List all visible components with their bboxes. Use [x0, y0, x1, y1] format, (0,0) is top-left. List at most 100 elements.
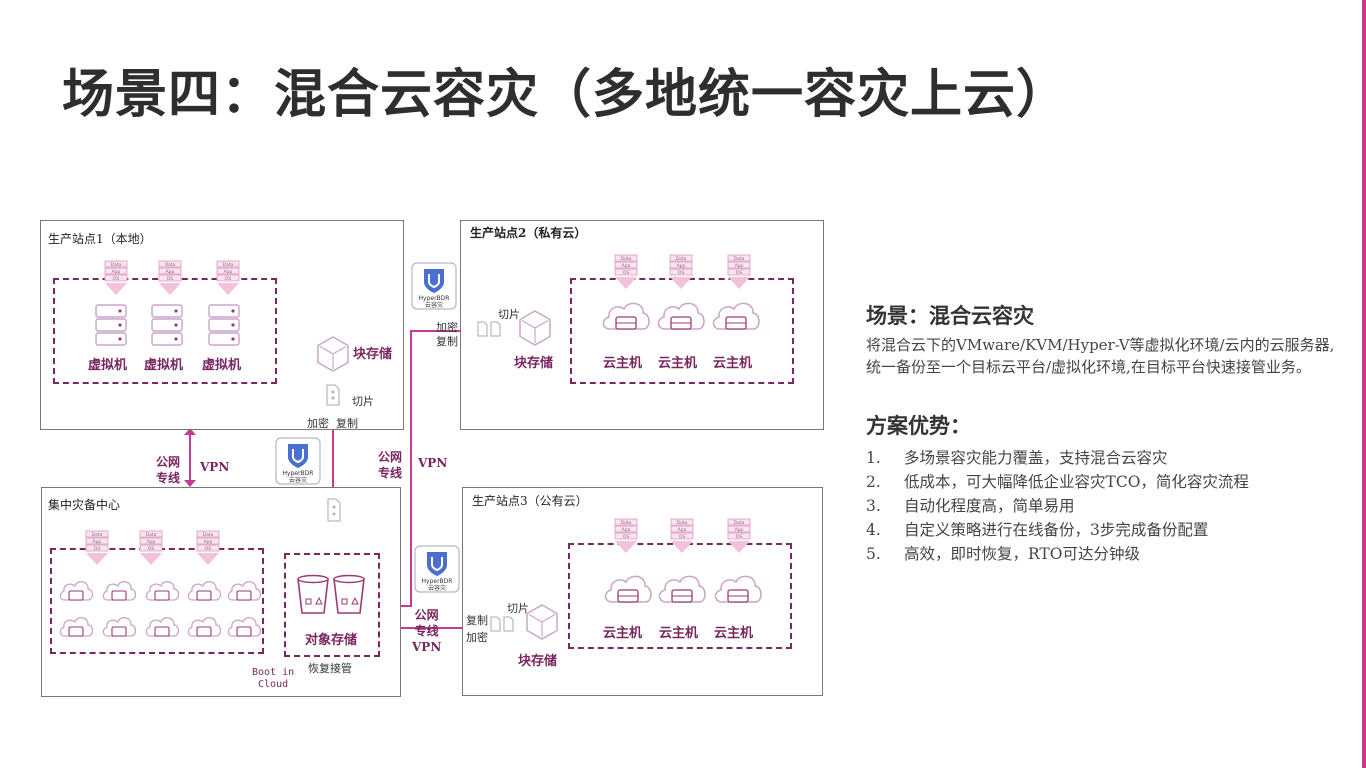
stack-layer-label: Data [223, 262, 234, 268]
cloud-host-icon [227, 581, 262, 601]
encrypt-label: 加密 [436, 321, 458, 334]
stack-layer-label: App [93, 539, 102, 545]
cloud-host-icon [604, 575, 652, 603]
dr-center-label: 集中灾备中心 [48, 498, 121, 512]
shield-icon [275, 437, 321, 485]
link-label-site2: 公网专线 [378, 450, 403, 480]
stack-layer-label: OS [736, 534, 743, 540]
cloud-host-icon [145, 617, 180, 637]
stack-layer-label: OS [148, 546, 155, 552]
cloud-host-icon [102, 617, 137, 637]
vpn-label-site1: VPN [200, 460, 230, 474]
advantage-list: 1.多场景容灾能力覆盖，支持混合云容灾 2.低成本，可大幅降低企业容灾TCO，简… [866, 446, 1346, 566]
stack-layer-label: Data [676, 256, 687, 262]
scene-heading: 场景：混合云容灾 [866, 303, 1034, 328]
cloud-host-icon [712, 302, 760, 330]
stack-layer-label: Data [734, 256, 745, 262]
stack-layer-label: Data [165, 262, 176, 268]
page-title: 场景四：混合云容灾（多地统一容灾上云） [62, 64, 1070, 125]
cloud-host-label: 云主机 [714, 626, 754, 641]
cloud-host-label: 云主机 [603, 356, 643, 371]
stack-layer-label: OS [623, 534, 630, 540]
cloud-host-label: 云主机 [658, 356, 698, 371]
stack-layer-label: Data [111, 262, 122, 268]
cloud-host-label: 云主机 [659, 626, 699, 641]
stack-layer-label: OS [167, 276, 174, 282]
server-icon [151, 304, 183, 346]
slice-file-icon [490, 616, 514, 632]
server-icon [95, 304, 127, 346]
cloud-host-icon [145, 581, 180, 601]
cloud-host-label: 云主机 [713, 356, 753, 371]
slice-label: 切片 [352, 395, 374, 408]
cloud-host-icon [102, 581, 137, 601]
stack-layer-label: App [735, 527, 744, 533]
stack-layer-label: Data [677, 520, 688, 526]
stack-layer-label: OS [113, 276, 120, 282]
stack-layer-label: App [224, 269, 233, 275]
stack-layer-label: App [622, 527, 631, 533]
vpn-label-site2: VPN [418, 456, 448, 470]
cloud-host-icon [59, 581, 94, 601]
list-item: 4.自定义策略进行在线备份，3步完成备份配置 [866, 521, 1209, 539]
copy-label: 复制 [336, 417, 358, 430]
cloud-host-icon [227, 617, 262, 637]
stack-layer-label: OS [94, 546, 101, 552]
object-storage-group [284, 553, 380, 657]
shield-icon [411, 262, 457, 310]
restore-label: 恢复接管 [308, 662, 352, 675]
server-icon [208, 304, 240, 346]
stack-layer-label: Data [621, 256, 632, 262]
copy-label: 复制 [436, 335, 458, 348]
encrypt-label: 加密 [307, 417, 329, 430]
stack-layer-label: Data [621, 520, 632, 526]
stack-layer-label: Data [146, 532, 157, 538]
stack-layer-label: App [678, 527, 687, 533]
stack-layer-label: OS [678, 270, 685, 276]
slice-file-icon [477, 321, 501, 337]
advantage-heading: 方案优势： [866, 413, 971, 438]
stack-layer-label: App [677, 263, 686, 269]
cloud-host-icon [657, 302, 705, 330]
cloud-host-icon [187, 581, 222, 601]
block-storage-icon [526, 604, 558, 640]
stack-layer-label: OS [736, 270, 743, 276]
scene-description: 将混合云下的VMware/KVM/Hyper-V等虚拟化环境/云内的云服务器,统… [866, 336, 1335, 376]
bucket-icon [297, 574, 365, 614]
link-label-site1: 公网专线 [156, 455, 181, 485]
vm-label: 虚拟机 [202, 358, 242, 373]
shield-icon [414, 545, 460, 593]
vm-label: 虚拟机 [144, 358, 184, 373]
stack-layer-label: OS [225, 276, 232, 282]
block-storage-icon [519, 310, 551, 346]
stack-layer-label: Data [734, 520, 745, 526]
cloud-host-icon [658, 575, 706, 603]
list-item: 3.自动化程度高，简单易用 [866, 497, 1075, 515]
site2-label: 生产站点2（私有云） [470, 226, 587, 240]
cloud-host-icon [714, 575, 762, 603]
stack-layer-label: OS [205, 546, 212, 552]
slice-label: 切片 [507, 602, 529, 615]
site3-label: 生产站点3（公有云） [472, 494, 588, 508]
stack-layer-label: Data [203, 532, 214, 538]
stack-layer-label: App [166, 269, 175, 275]
block-storage-label: 块存储 [353, 347, 393, 362]
list-item: 1.多场景容灾能力覆盖，支持混合云容灾 [866, 449, 1168, 467]
list-item: 5.高效，即时恢复，RTO可达分钟级 [866, 545, 1140, 563]
